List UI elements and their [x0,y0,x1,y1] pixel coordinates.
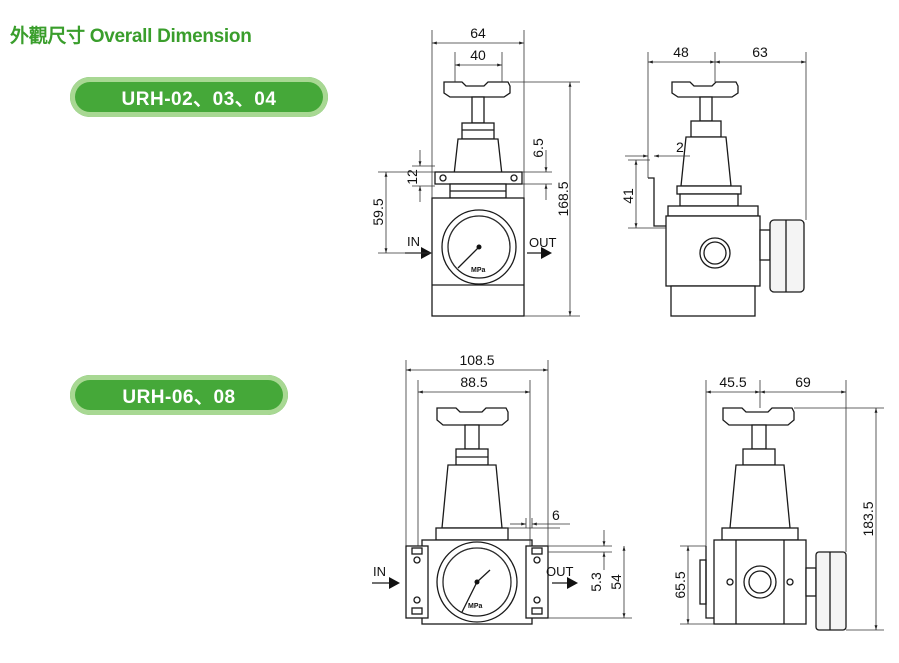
handwheel-front-2 [436,407,509,426]
nut-side-1 [690,120,722,138]
bracket-left-2 [405,545,429,619]
dim-bracket-height-2: 65.5 [672,571,688,598]
page-title: 外觀尺寸 Overall Dimension [10,26,252,47]
bonnet-side-1 [680,136,732,187]
gauge-needle-1 [457,246,480,269]
dim-54: 54 [608,574,624,590]
bracket-plate-1 [434,171,523,185]
bonnet-side-2 [729,464,791,529]
handwheel-front-1 [443,81,511,98]
handwheel-side-1 [671,81,739,98]
gauge-unit-label-2: MPa [468,603,483,610]
bracket-side-1 [648,177,666,227]
body-side-1 [665,215,761,287]
port-side-2 [743,565,777,599]
collar-side-b-1 [679,193,739,207]
gauge-needle-2 [461,581,478,613]
collar-2 [435,527,509,541]
outlet-arrow-2 [567,577,578,589]
model-badge-urh-02-04: URH-02、03、04 [70,77,328,117]
body-side-2 [713,539,807,625]
drawing1-front-view: MPa IN OUT 64 40 168.5 6.5 12 [370,25,580,317]
gauge-neck-side-2 [805,567,817,597]
gauge-unit-label-1: MPa [471,267,486,274]
spindle-side-1 [699,96,713,122]
body-cap-side-1 [667,205,759,217]
gauge-neck-side-1 [759,229,771,261]
nut-side-2 [742,448,776,466]
dim-width-inner-2: 88.5 [460,374,487,390]
spindle-side-2 [751,424,767,450]
dim-side-right-2: 69 [795,374,811,390]
dim-width-inner-1: 40 [470,47,486,63]
dim-bracket-height-1: 41 [620,188,636,204]
in-port-label-2: IN [373,564,386,579]
outlet-arrow-1 [541,247,552,259]
dim-side-left-2: 45.5 [719,374,746,390]
dim-12: 12 [404,169,420,185]
collar-side-a-1 [676,185,742,195]
drawing2-side-view: 45.5 69 183.5 65.5 [672,374,884,631]
dim-height-2: 183.5 [860,501,876,536]
gauge-side-2 [815,551,847,631]
spindle-2 [464,424,480,450]
dim-bracket-2: 2 [676,139,684,155]
dim-width-outer-1: 64 [470,25,486,41]
drawing1-side-view: 48 63 2 41 [620,44,807,317]
lock-nut-1 [461,122,495,140]
inlet-arrow-2 [389,577,400,589]
bonnet-2 [441,464,503,529]
dim-width-outer-2: 108.5 [459,352,494,368]
model-badge-urh-06-08: URH-06、08 [70,375,288,415]
port-side-1 [699,237,731,269]
out-port-label-1: OUT [529,235,557,250]
dim-side-left-1: 48 [673,44,689,60]
base-side-1 [670,285,756,317]
dim-59-5: 59.5 [370,198,386,225]
gauge-side-1 [769,219,805,293]
out-port-label-2: OUT [546,564,574,579]
dim-6: 6 [552,507,560,523]
handwheel-side-2 [722,407,795,426]
drawing2-front-view: MPa IN OUT 108.5 88.5 6 5.3 54 [372,352,632,625]
dim-6-5: 6.5 [530,138,546,158]
bracket-right-2 [525,545,549,619]
bracket-side-2 [705,546,714,619]
spindle-1 [471,96,485,124]
dim-height-1: 168.5 [555,181,571,216]
dim-side-right-1: 63 [752,44,768,60]
in-port-label-1: IN [407,234,420,249]
collar-side-2 [721,527,799,541]
dim-5-3: 5.3 [588,572,604,592]
